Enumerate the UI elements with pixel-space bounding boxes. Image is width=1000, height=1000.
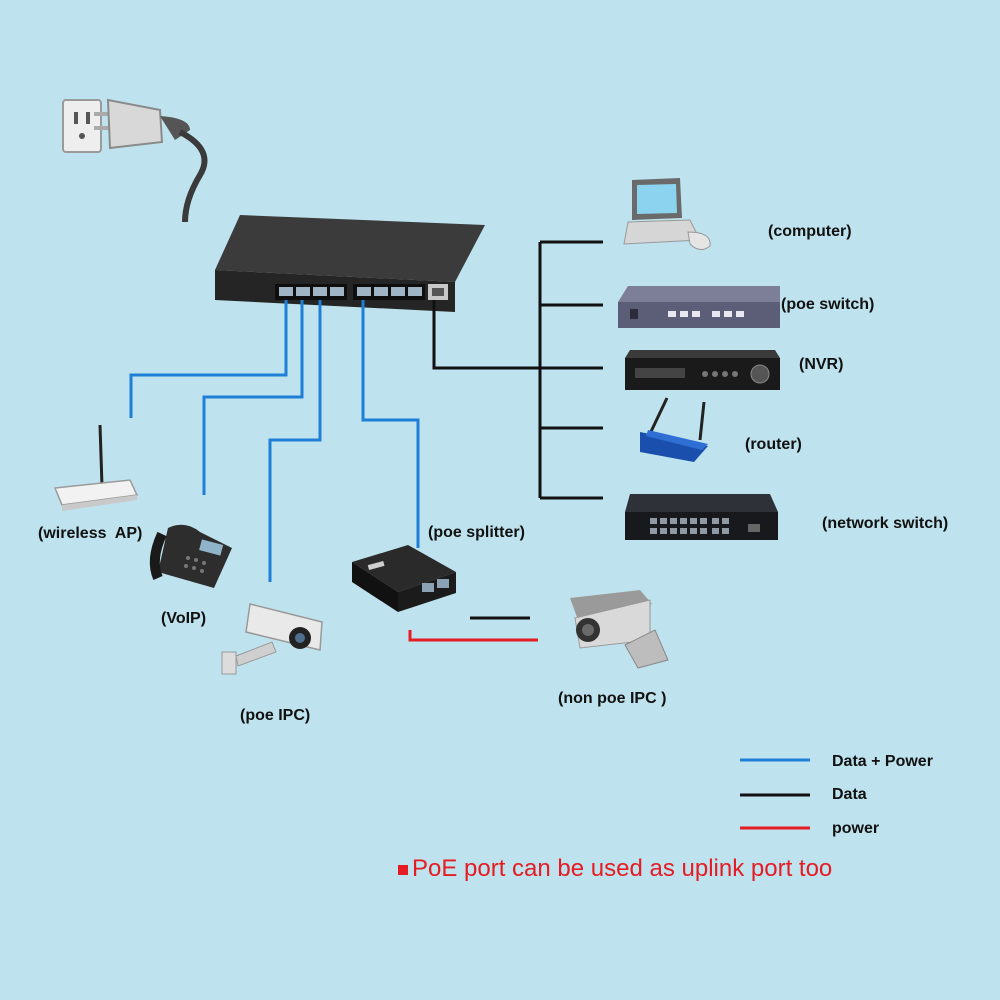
power-line bbox=[408, 630, 538, 642]
legend-power-label: power bbox=[832, 820, 880, 837]
label-network-switch: (network switch) bbox=[822, 515, 949, 532]
poe-ipc-camera-icon bbox=[221, 603, 323, 675]
label-router: (router) bbox=[745, 436, 802, 453]
label-poe-switch: (poe switch) bbox=[781, 296, 875, 313]
legend-data-label: Data bbox=[832, 786, 867, 803]
computer-icon bbox=[623, 178, 711, 250]
non-poe-ipc-camera-icon bbox=[570, 590, 669, 669]
poe-switch-icon bbox=[618, 286, 780, 328]
label-poe-ipc: (poe IPC) bbox=[240, 707, 311, 724]
uplink-note-text: PoE port can be used as uplink port too bbox=[412, 855, 833, 882]
label-non-poe-ipc: (non poe IPC ) bbox=[558, 690, 667, 707]
label-voip: (VoIP) bbox=[161, 610, 207, 627]
main-poe-switch bbox=[215, 215, 485, 312]
network-switch-icon bbox=[625, 494, 778, 540]
poe-splitter-icon bbox=[352, 545, 456, 612]
power-plug-icon bbox=[94, 98, 208, 223]
label-poe-splitter: (poe splitter) bbox=[428, 524, 525, 541]
wireless-ap-icon bbox=[53, 424, 139, 511]
uplink-note: PoE port can be used as uplink port too bbox=[398, 855, 832, 883]
data-power-lines bbox=[129, 300, 420, 582]
legend bbox=[740, 758, 810, 830]
nvr-icon bbox=[625, 350, 780, 390]
label-nvr: (NVR) bbox=[799, 356, 844, 373]
legend-data-power-label: Data + Power bbox=[832, 753, 933, 770]
label-computer: (computer) bbox=[768, 223, 852, 240]
note-bullet-icon bbox=[398, 864, 408, 875]
router-icon bbox=[640, 397, 708, 462]
data-lines bbox=[432, 240, 603, 620]
label-wireless-ap: (wireless AP) bbox=[38, 525, 143, 542]
voip-phone-icon bbox=[149, 524, 232, 588]
